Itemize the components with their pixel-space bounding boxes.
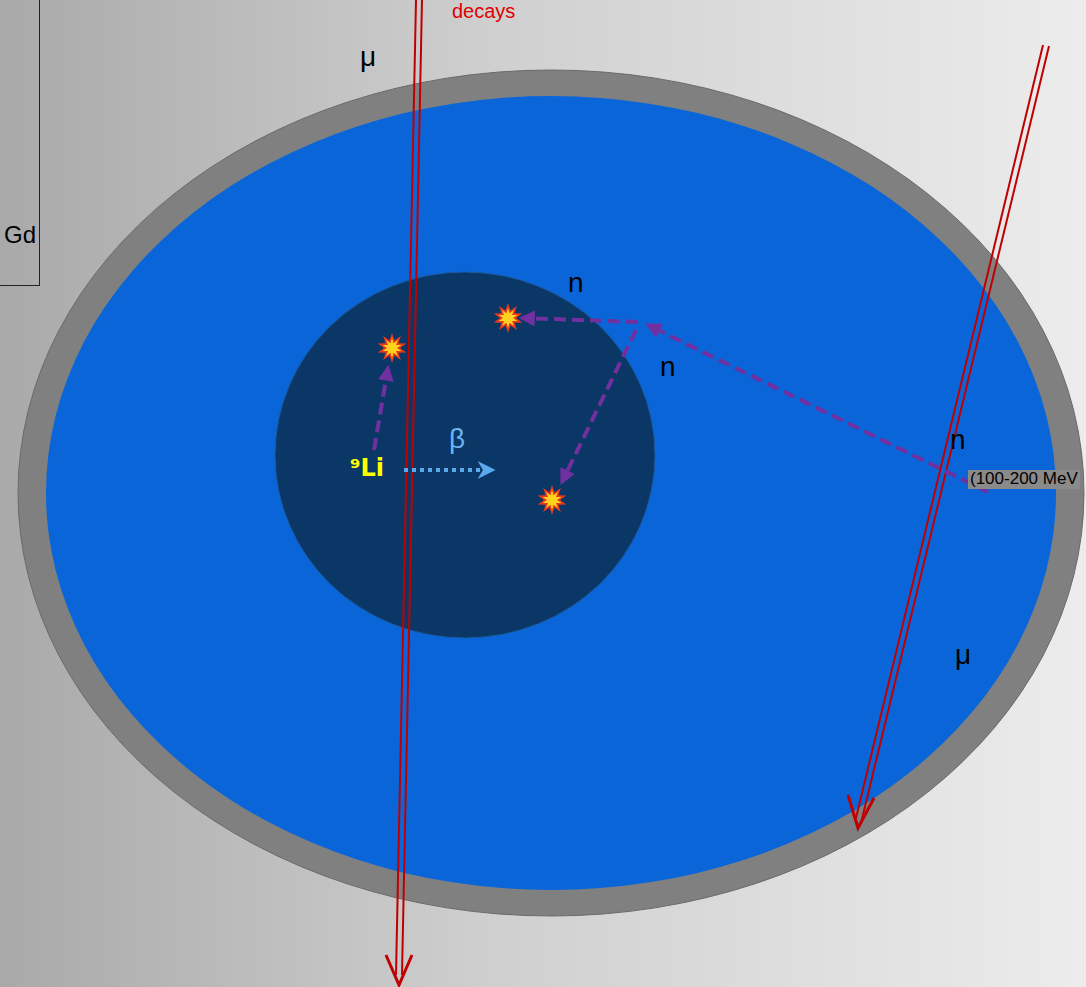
energy-label: (100-200 MeV (968, 470, 1080, 489)
particle-label: μ (955, 640, 971, 671)
legend-box: Gd (0, 0, 40, 286)
capture-flash (383, 338, 402, 358)
capture-flash (499, 308, 518, 328)
particle-label: μ (360, 42, 376, 73)
particle-label: β (449, 424, 465, 455)
capture-flash (378, 303, 567, 515)
beta-track (404, 468, 492, 472)
outer-vessel (18, 70, 1084, 916)
note-text: decays (452, 0, 515, 22)
target-volume (275, 272, 655, 638)
muon-track (848, 45, 1049, 828)
particle-label: n (568, 268, 584, 299)
muon-track (386, 0, 422, 985)
neutron-track (374, 318, 988, 492)
capture-flash (538, 485, 567, 515)
capture-flash (543, 490, 562, 510)
buffer-volume (46, 96, 1056, 890)
capture-flash (378, 333, 407, 363)
node-label: Gd (4, 221, 36, 249)
isotope-label: ⁹Li (350, 455, 384, 481)
particle-label: n (660, 352, 676, 383)
particle-label: n (950, 425, 966, 456)
capture-flash (494, 303, 523, 333)
